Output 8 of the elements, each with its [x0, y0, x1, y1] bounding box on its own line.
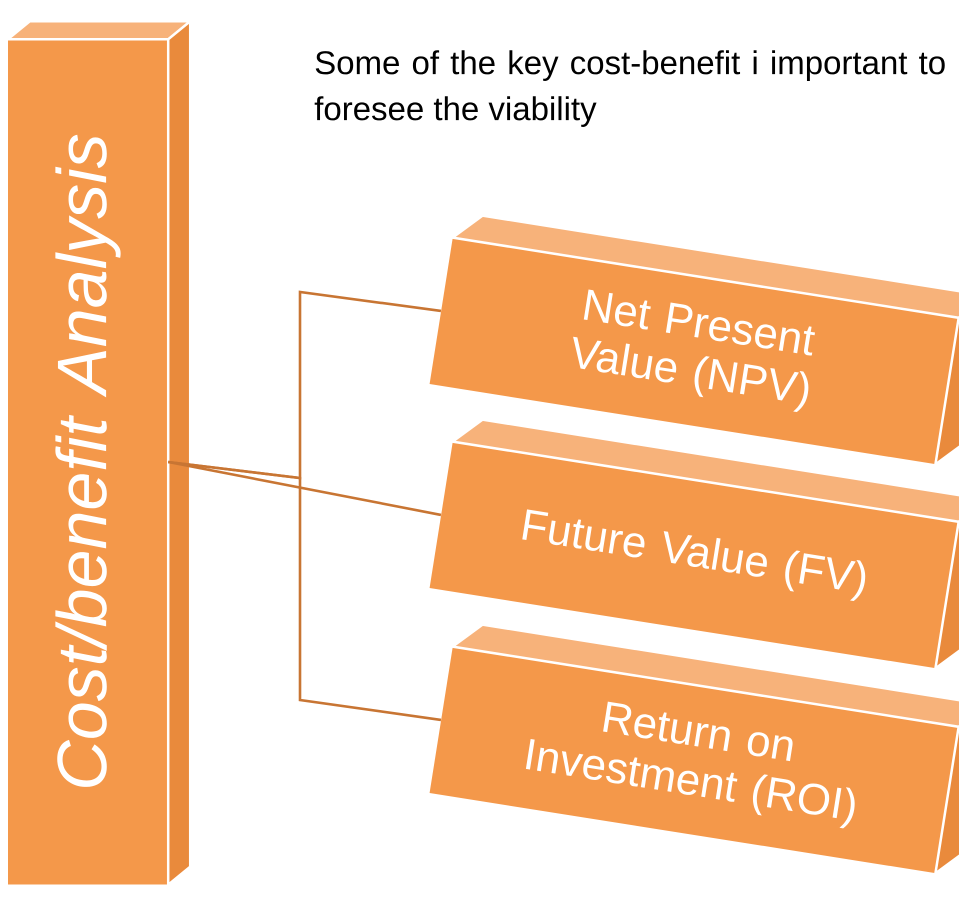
block: Return on Investment (ROI) [430, 623, 959, 876]
block: Future Value (FV) [430, 418, 959, 672]
connector-line [168, 460, 442, 516]
paragraph: Some of the key cost-benefit i important to foresee the viability [314, 50, 945, 127]
node-label: Future Value (FV) [522, 509, 866, 602]
block: Net Present Value (NPV) [430, 214, 959, 468]
connector-line [168, 460, 442, 722]
node-label: Return on Investment (ROI) [526, 702, 855, 828]
